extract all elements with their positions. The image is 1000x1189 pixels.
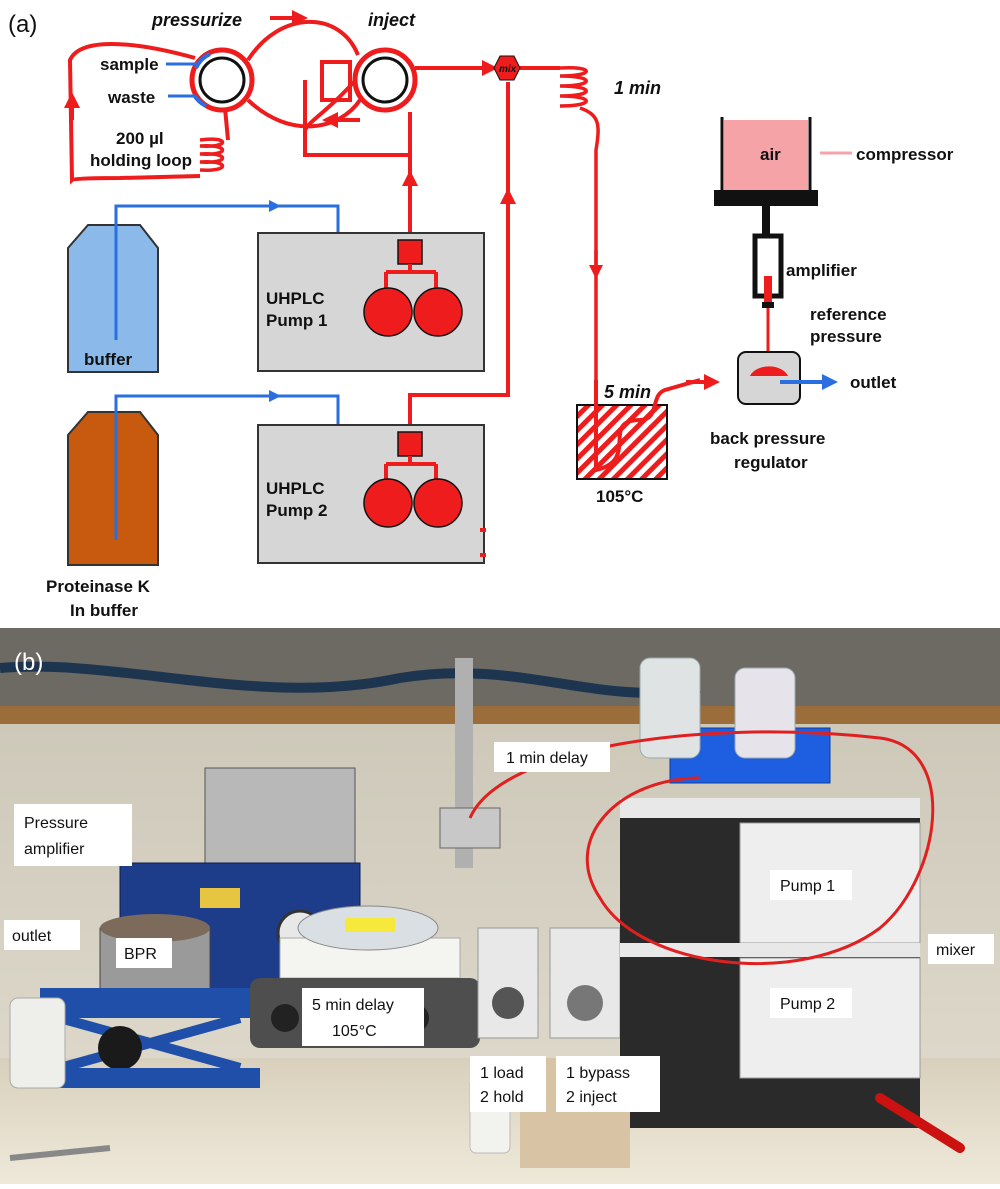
- pump1-label-1: UHPLC: [266, 289, 325, 308]
- photo-svg: (b) 1 min delay Pressure amplifier outle…: [0, 628, 1000, 1184]
- five-min-box: [302, 988, 424, 1046]
- pump2-box-b: [770, 988, 852, 1018]
- five-min-label: 5 min: [604, 382, 651, 402]
- bpr-box: [116, 938, 172, 968]
- buffer-label: buffer: [84, 350, 133, 369]
- sample-waste-lines: [166, 62, 198, 98]
- solvent-bottle-2: [734, 667, 796, 759]
- valve2-box: [556, 1056, 660, 1112]
- compressor-label: compressor: [856, 145, 954, 164]
- schematic-svg: (a) sample waste 200 µl holding loop pre…: [8, 10, 954, 620]
- waste-label: waste: [107, 88, 155, 107]
- pump2-label-2: Pump 2: [266, 501, 327, 520]
- bpr-label-1: back pressure: [710, 429, 825, 448]
- pressure-amp-label-1: Pressure: [24, 815, 88, 832]
- wood-rail: [0, 706, 1000, 724]
- pump2-to-mixer-line: [402, 82, 516, 440]
- pressurize-valve-icon: [189, 47, 255, 113]
- valve2-label-1: 1 bypass: [566, 1065, 630, 1082]
- holding-loop-label-2: holding loop: [90, 151, 192, 170]
- mixer-icon: [493, 55, 521, 81]
- pump1-box: [257, 232, 485, 372]
- hip-mixer-block: [439, 807, 501, 849]
- holding-loop-coil: [199, 137, 224, 172]
- one-min-delay-label: 1 min delay: [506, 750, 588, 767]
- red-capillary: [468, 730, 935, 965]
- five-min-delay-label-1: 5 min delay: [312, 997, 394, 1014]
- red-marker: [875, 1093, 965, 1153]
- temp-label: 105°C: [596, 487, 643, 506]
- one-min-coil: [559, 65, 603, 380]
- inject-label: inject: [368, 10, 416, 30]
- amplifier-label: amplifier: [786, 261, 857, 280]
- panel-b-letter: (b): [14, 649, 43, 676]
- five-min-delay-label-2: 105°C: [332, 1023, 377, 1040]
- buffer-bottle-icon: [67, 224, 159, 373]
- mixer-label: mixer: [936, 942, 976, 959]
- lab-jack: [40, 988, 260, 1088]
- inject-valve-icon: [352, 47, 418, 113]
- pump1-label-2: Pump 1: [266, 311, 327, 330]
- panel-a-schematic: (a) sample waste 200 µl holding loop pre…: [8, 10, 954, 620]
- pump1-label-b: Pump 1: [780, 878, 835, 895]
- amplifier-icon: [752, 233, 784, 360]
- cables-upper: [0, 661, 701, 698]
- air-label: air: [760, 145, 781, 164]
- panel-a-letter: (a): [8, 11, 37, 38]
- outlet-label-b: outlet: [12, 928, 52, 945]
- one-min-label: 1 min: [614, 78, 661, 98]
- valve1-label-1: 1 load: [480, 1065, 524, 1082]
- reference-label-1: reference: [810, 305, 887, 324]
- outlet-bottle: [9, 997, 66, 1089]
- protk-label-2: In buffer: [70, 601, 138, 620]
- outlet-label-a: outlet: [850, 373, 897, 392]
- pump2-label-1: UHPLC: [266, 479, 325, 498]
- pump2-label-b: Pump 2: [780, 996, 835, 1013]
- mixer-box: [928, 934, 994, 964]
- mix-label: mix: [499, 64, 517, 75]
- manual-valve-2: [549, 927, 621, 1039]
- pump2-box: [257, 424, 485, 564]
- one-min-delay-box: [494, 742, 610, 772]
- valve2-label-2: 2 inject: [566, 1089, 617, 1106]
- solvent-bottle-1: [639, 657, 701, 759]
- valve1-label-2: 2 hold: [480, 1089, 524, 1106]
- wrench: [9, 1145, 111, 1161]
- proteinase-bottle-icon: [67, 411, 159, 566]
- bpr-label-2: regulator: [734, 453, 808, 472]
- reference-label-2: pressure: [810, 327, 882, 346]
- pump1-box-b: [770, 870, 852, 900]
- pressurize-label: pressurize: [151, 10, 242, 30]
- panel-b-photo: (b) 1 min delay Pressure amplifier outle…: [0, 628, 1000, 1184]
- sample-label: sample: [100, 55, 159, 74]
- manual-valve-1: [477, 927, 539, 1039]
- holding-loop-label-1: 200 µl: [116, 129, 164, 148]
- pressure-amp-box: [14, 804, 132, 866]
- bpr-label: BPR: [124, 946, 157, 963]
- protk-label-1: Proteinase K: [46, 577, 151, 596]
- valve1-box: [470, 1056, 546, 1112]
- pump2-edge-marks: [480, 528, 486, 557]
- compressor-icon: [714, 117, 852, 236]
- back-pressure-regulator-icon: [737, 351, 838, 405]
- outlet-box: [4, 920, 80, 950]
- heating-bath-icon: [576, 374, 720, 480]
- pressure-amp-label-2: amplifier: [24, 841, 85, 858]
